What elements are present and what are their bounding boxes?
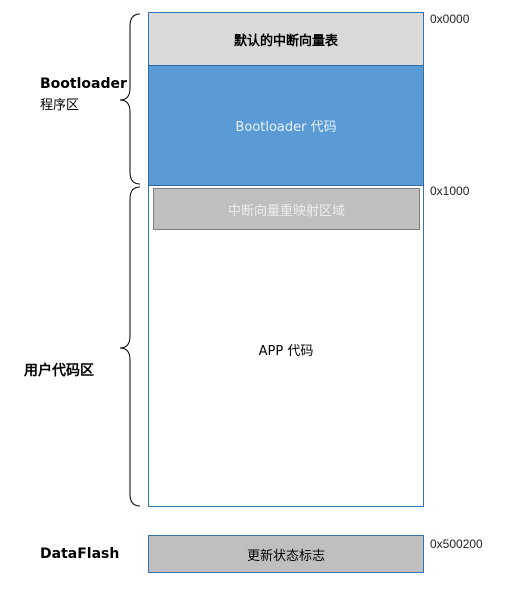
- user-code-bracket: [119, 186, 141, 507]
- bootloader-bracket: [119, 13, 141, 185]
- vector-remap-label: 中断向量重映射区域: [227, 203, 345, 219]
- app-code-label: APP 代码: [258, 344, 314, 359]
- address-0x500200: 0x500200: [430, 537, 483, 551]
- bootloader-code-block: Bootloader 代码: [148, 65, 424, 186]
- bootloader-region-subtitle: 程序区: [40, 98, 80, 113]
- bootloader-region-title: Bootloader: [40, 76, 127, 92]
- vector-table-block: 默认的中断向量表: [148, 12, 424, 65]
- user-code-region-label: 用户代码区: [24, 363, 94, 379]
- vector-remap-block: 中断向量重映射区域: [153, 188, 420, 230]
- vector-table-label: 默认的中断向量表: [233, 33, 338, 49]
- app-code-block: [148, 186, 424, 507]
- bootloader-code-label: Bootloader 代码: [235, 120, 337, 135]
- dataflash-region-label: DataFlash: [40, 546, 120, 562]
- update-flag-label: 更新状态标志: [246, 548, 325, 564]
- address-0x1000: 0x1000: [430, 184, 470, 198]
- address-0x0000: 0x0000: [430, 12, 470, 26]
- update-flag-block: 更新状态标志: [148, 535, 424, 573]
